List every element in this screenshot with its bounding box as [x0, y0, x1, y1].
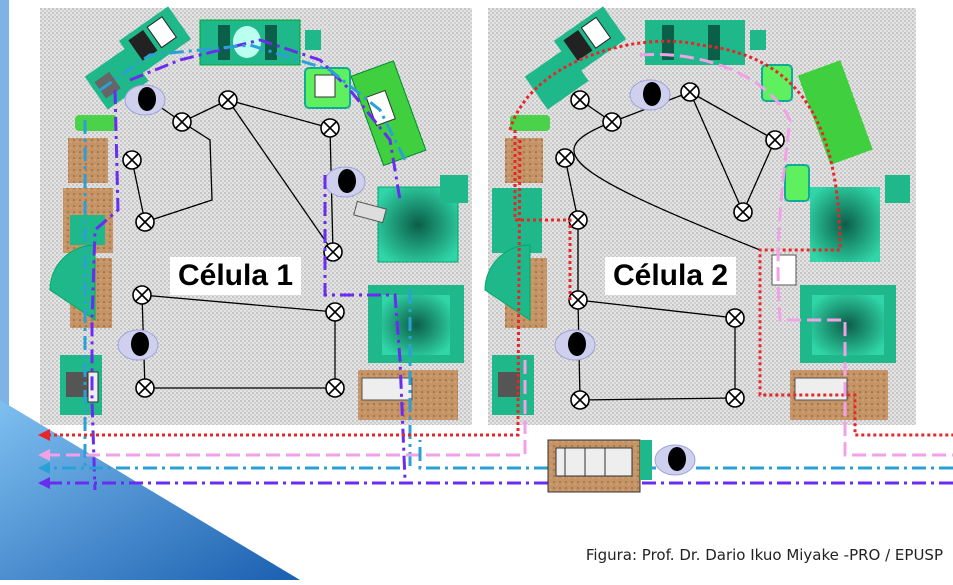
machine-icon: [60, 355, 102, 415]
station-node-icon: [323, 242, 343, 262]
left-edge-bar: [0, 0, 9, 580]
machine-icon: [368, 285, 464, 363]
operator-icon: [554, 329, 596, 361]
station-node-icon: [135, 212, 155, 232]
violet-flow: [129, 38, 402, 201]
machine-icon: [492, 355, 534, 415]
machine-icon: [645, 20, 766, 65]
machine-icon: [350, 60, 427, 167]
red-flow: [508, 39, 953, 437]
station-node-icon: [218, 90, 238, 110]
turret-machine: [484, 244, 531, 321]
station-node-icon: [320, 118, 340, 138]
station-node-icon: [725, 308, 745, 328]
machine-icon: [505, 138, 543, 183]
station-node-icon: [172, 112, 192, 132]
station-node-icon: [680, 82, 700, 102]
machine-icon: [353, 175, 468, 263]
machine-icon: [810, 175, 910, 262]
machine-icon: [70, 215, 105, 245]
wood-bench: [358, 370, 458, 420]
station-node-icon: [602, 112, 622, 132]
red-flow: [40, 139, 522, 437]
pink-flow: [40, 360, 527, 457]
station-node-icon: [570, 390, 590, 410]
arrow-left-icon: [38, 429, 50, 441]
cell-2-label: Célula 2: [605, 257, 737, 295]
station-node-icon: [132, 285, 152, 305]
station-node-icon: [325, 378, 345, 398]
machine-icon: [68, 138, 108, 183]
cyan-flow: [99, 43, 407, 161]
machine-icon: [800, 285, 896, 363]
wood-bench: [790, 370, 888, 420]
station-node-icon: [725, 388, 745, 408]
station-node-icon: [568, 290, 588, 310]
red-flow: [513, 130, 572, 300]
violet-flow: [323, 175, 407, 481]
machine-icon: [784, 164, 810, 202]
arrow-left-icon: [38, 449, 50, 461]
violet-flow: [90, 89, 120, 491]
machine-icon: [524, 48, 589, 110]
machine-icon: [553, 6, 627, 74]
operator-icon: [629, 79, 671, 111]
station-node-icon: [733, 202, 753, 222]
shared-machine: [547, 439, 652, 493]
corner-decoration: [0, 400, 300, 580]
operator-icon: [117, 329, 159, 361]
figure-caption: Figura: Prof. Dr. Dario Ikuo Miyake -PRO…: [585, 546, 943, 564]
cell-1-label: Célula 1: [170, 257, 302, 295]
machine-icon: [771, 254, 797, 286]
machine-icon: [304, 67, 351, 109]
arrow-left-icon: [38, 462, 50, 474]
cyan-flow: [418, 440, 953, 470]
station-node-icon: [135, 378, 155, 398]
operator-icon: [654, 444, 696, 476]
operator-icon: [324, 166, 366, 198]
machine-icon: [510, 115, 550, 131]
operator-icon: [124, 84, 166, 116]
station-node-icon: [122, 150, 142, 170]
machine-icon: [75, 115, 117, 131]
station-node-icon: [765, 130, 785, 150]
station-node-icon: [555, 148, 575, 168]
station-node-icon: [570, 90, 590, 110]
arrow-left-icon: [38, 477, 50, 489]
machine-icon: [797, 60, 873, 165]
pink-flow: [639, 52, 953, 457]
station-node-icon: [568, 210, 588, 230]
station-node-icon: [325, 302, 345, 322]
machine-icon: [118, 6, 192, 74]
